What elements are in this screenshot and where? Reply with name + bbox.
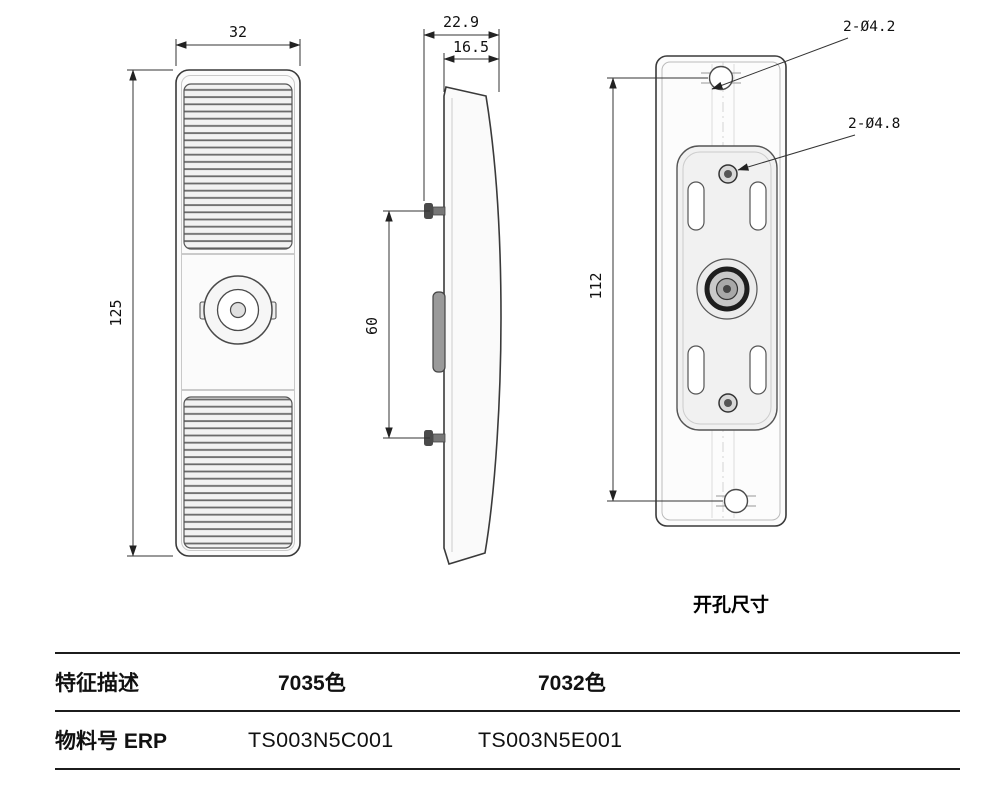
plate-center-boss bbox=[696, 258, 758, 320]
dim-label-60: 60 bbox=[363, 317, 381, 335]
dim-label-16-5: 16.5 bbox=[453, 38, 489, 56]
dim-label-4-8: 2-Ø4.8 bbox=[848, 116, 900, 132]
back-mounting-plate bbox=[676, 145, 778, 431]
cutout-caption: 开孔尺寸 bbox=[693, 593, 769, 616]
dim-label-112: 112 bbox=[587, 272, 605, 299]
side-stud-spacing-dimension: 60 bbox=[363, 210, 430, 439]
plate-slot-top-right bbox=[749, 181, 767, 231]
plate-slot-bottom-left bbox=[687, 345, 705, 395]
plate-screw-top bbox=[718, 164, 738, 184]
side-latch-pawl bbox=[432, 291, 446, 373]
front-grip-ribs-bottom bbox=[183, 396, 293, 549]
plate-screw-bottom bbox=[718, 393, 738, 413]
erp-number-label: 物料号 ERP bbox=[55, 730, 168, 753]
dim-label-4-2: 2-Ø4.2 bbox=[843, 19, 895, 35]
back-hole-spacing-dimension: 112 bbox=[587, 77, 723, 502]
erp-number-7035: TS003N5C001 bbox=[248, 727, 394, 752]
side-body-outline bbox=[443, 86, 502, 565]
feature-description-label: 特征描述 bbox=[55, 672, 139, 695]
front-grip-ribs-top bbox=[183, 83, 293, 250]
leader-line-4-2 bbox=[711, 37, 849, 90]
front-view: 32 125 bbox=[107, 23, 301, 557]
front-body-bevel bbox=[181, 75, 295, 551]
back-view: 112 2-Ø4.2 2-Ø4.8 开孔尺寸 bbox=[587, 19, 900, 616]
color-7035-header: 7035色 bbox=[278, 672, 346, 695]
knob-center-hole bbox=[229, 301, 247, 319]
color-7032-header: 7032色 bbox=[538, 672, 606, 695]
back-outer-hole-callout: 2-Ø4.2 bbox=[711, 19, 895, 90]
dim-label-32: 32 bbox=[229, 23, 247, 41]
leader-line-4-8 bbox=[737, 134, 856, 171]
front-width-dimension: 32 bbox=[175, 23, 301, 66]
back-body-bevel bbox=[661, 61, 781, 521]
table-header-row: 特征描述 7035色 7032色 bbox=[55, 652, 960, 710]
plate-contour bbox=[682, 151, 772, 425]
spec-table: 特征描述 7035色 7032色 物料号 ERP TS003N5C001 TS0… bbox=[55, 652, 960, 770]
plate-slot-bottom-right bbox=[749, 345, 767, 395]
table-erp-row: 物料号 ERP TS003N5C001 TS003N5E001 bbox=[55, 710, 960, 768]
side-view: 22.9 16.5 60 bbox=[363, 13, 502, 565]
dim-label-125: 125 bbox=[107, 299, 125, 326]
front-height-dimension: 125 bbox=[107, 69, 173, 557]
side-body-depth-dimension: 16.5 bbox=[443, 38, 500, 92]
back-inner-hole-callout: 2-Ø4.8 bbox=[737, 116, 900, 171]
dim-label-22-9: 22.9 bbox=[443, 13, 479, 31]
technical-drawing: 32 125 bbox=[107, 13, 900, 616]
erp-number-7032: TS003N5E001 bbox=[478, 727, 623, 752]
front-lock-knob bbox=[199, 275, 277, 345]
plate-slot-top-left bbox=[687, 181, 705, 231]
back-bottom-mount-hole bbox=[716, 488, 756, 514]
